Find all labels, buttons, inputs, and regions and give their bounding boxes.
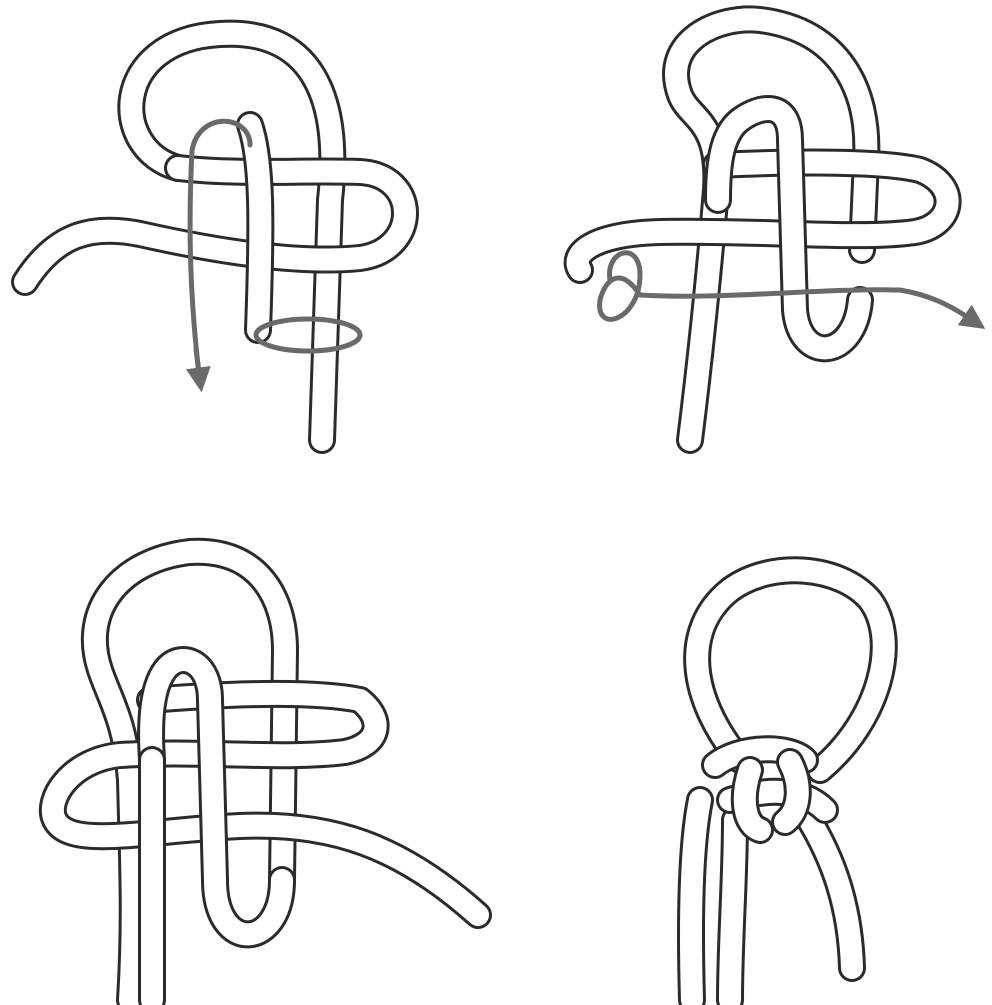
step-4-panel bbox=[691, 570, 884, 1000]
step-1-guide-ellipse bbox=[256, 319, 360, 351]
step-1-panel bbox=[25, 34, 405, 440]
step-2-panel bbox=[578, 19, 975, 440]
step-2-rope bbox=[578, 19, 948, 440]
step-1-rope bbox=[25, 34, 405, 440]
step-3-panel bbox=[53, 552, 478, 1000]
step-4-rope bbox=[691, 570, 884, 1000]
step-3-rope bbox=[53, 552, 478, 1000]
